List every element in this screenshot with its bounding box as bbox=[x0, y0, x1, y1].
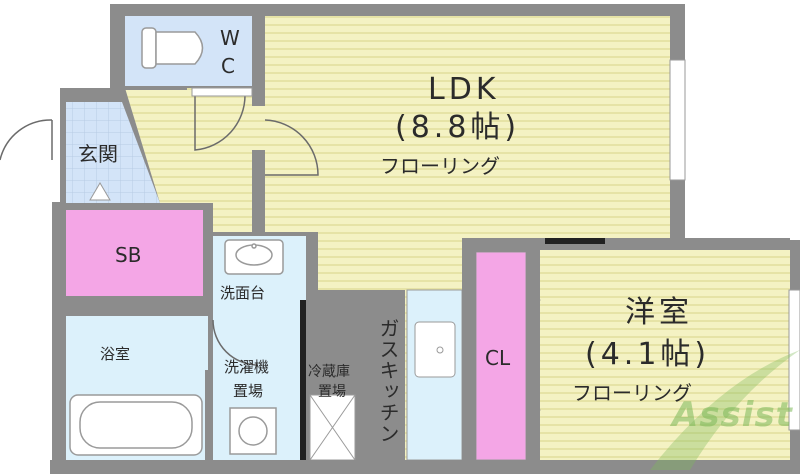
washer-label-line2: 置場 bbox=[233, 382, 264, 400]
ldk-size: (8.8帖) bbox=[395, 110, 521, 145]
western-room-size: (4.1帖) bbox=[585, 337, 711, 372]
western-room-floor-type: フローリング bbox=[572, 381, 692, 405]
doors bbox=[0, 94, 319, 366]
ldk-floor-type: フローリング bbox=[380, 154, 500, 178]
bath-label: 浴室 bbox=[100, 345, 131, 363]
western-room-floor bbox=[540, 250, 790, 460]
western-window-top bbox=[545, 238, 605, 244]
watermark-logo: Assist bbox=[672, 395, 793, 435]
washbasin-icon bbox=[224, 239, 284, 275]
fridge-label-line1: 冷蔵庫 bbox=[308, 364, 350, 380]
interior-walls bbox=[50, 16, 800, 474]
fridge-cross bbox=[309, 394, 356, 461]
washer-icon bbox=[229, 407, 277, 455]
fridge-label-line2: 置場 bbox=[318, 384, 346, 400]
hall-floor bbox=[125, 88, 265, 232]
wc-label-w: W bbox=[220, 26, 240, 50]
washbasin-label: 洗面台 bbox=[220, 284, 266, 302]
bathtub-icon bbox=[69, 394, 203, 456]
wc-door-frame bbox=[191, 87, 253, 97]
ldk-window bbox=[669, 59, 686, 181]
entrance-label: 玄関 bbox=[78, 142, 118, 166]
western-room-name: 洋室 bbox=[625, 295, 693, 330]
toilet-icon bbox=[141, 27, 204, 69]
ldk-name: LDK bbox=[428, 72, 500, 107]
kitchen-label: ガスキッチン bbox=[376, 318, 400, 444]
sink-drain-icon bbox=[436, 346, 444, 354]
wall-section bbox=[300, 300, 306, 460]
washer-label-line1: 洗濯機 bbox=[224, 358, 270, 376]
entrance-floor bbox=[66, 102, 160, 203]
entrance-step bbox=[89, 182, 111, 201]
kitchen-sink bbox=[414, 321, 456, 378]
sb-label: SB bbox=[115, 243, 142, 267]
cl-label: CL bbox=[485, 346, 511, 370]
wc-label-c: C bbox=[221, 54, 235, 78]
sb-storage bbox=[66, 210, 203, 296]
western-window bbox=[788, 289, 800, 431]
watermark-swoosh bbox=[650, 350, 800, 470]
